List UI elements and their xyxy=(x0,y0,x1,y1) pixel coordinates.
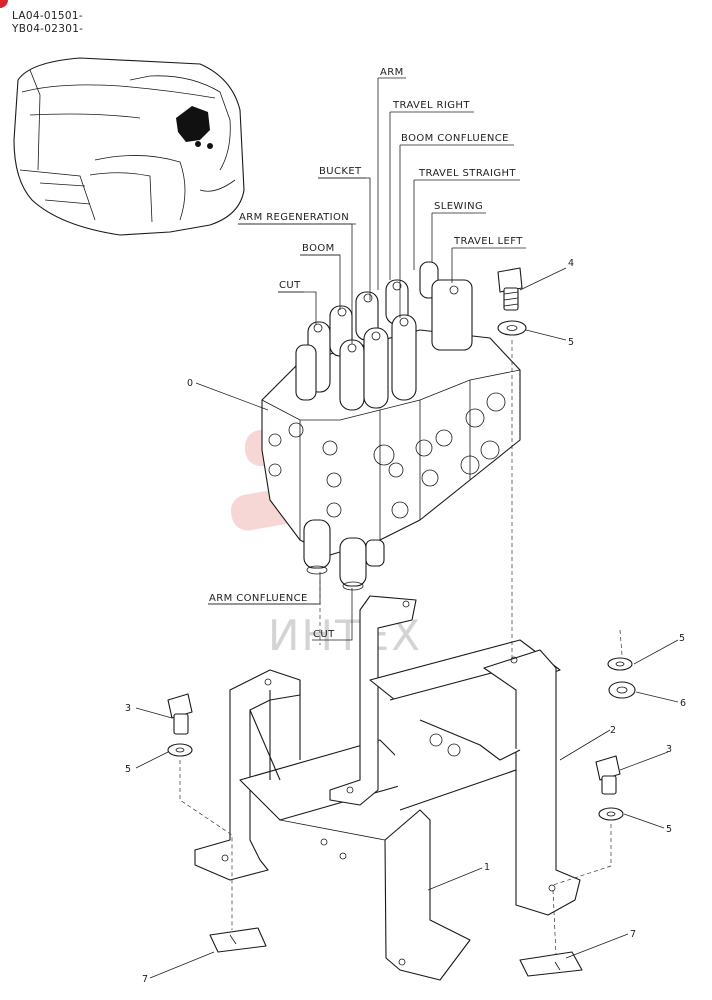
part-number-0: 0 xyxy=(187,378,193,389)
label-arm-confluence: ARM CONFLUENCE xyxy=(209,593,308,604)
label-arm-regeneration: ARM REGENERATION xyxy=(239,212,349,223)
part-numbers: 0 1 2 3 3 4 5 5 5 5 6 7 7 xyxy=(125,258,686,985)
part-number-4: 4 xyxy=(568,258,574,269)
label-travel-straight: TRAVEL STRAIGHT xyxy=(418,168,516,179)
label-bucket: BUCKET xyxy=(319,166,362,177)
nut-6 xyxy=(608,681,636,699)
label-boom: BOOM xyxy=(302,243,335,254)
part-number-3-right: 3 xyxy=(666,744,672,755)
part-number-6: 6 xyxy=(680,698,686,709)
part-number-5-top: 5 xyxy=(568,337,574,348)
label-slewing: SLEWING xyxy=(434,201,483,212)
serial-range-1: LA04-01501- xyxy=(12,10,83,22)
valve-labels: ARM TRAVEL RIGHT BOOM CONFLUENCE BUCKET … xyxy=(208,67,526,641)
part-number-5-right-a: 5 xyxy=(679,633,685,644)
label-travel-right: TRAVEL RIGHT xyxy=(392,100,470,111)
washer-5-right-b xyxy=(598,807,624,821)
part-number-leaders xyxy=(135,267,679,979)
washer-5-right-a xyxy=(607,657,633,671)
excavator-location-thumbnail xyxy=(13,57,245,236)
label-arm: ARM xyxy=(380,67,404,78)
part-number-5-right-b: 5 xyxy=(666,824,672,835)
bolt-3-left xyxy=(167,693,193,735)
label-cut: CUT xyxy=(279,280,301,291)
corner-badge xyxy=(0,0,8,8)
label-travel-left: TRAVEL LEFT xyxy=(453,236,523,247)
part-number-2: 2 xyxy=(610,725,616,736)
washer-5-left xyxy=(167,743,193,757)
bolt-4 xyxy=(497,267,523,311)
part-number-3-left: 3 xyxy=(125,703,131,714)
washer-5-top xyxy=(497,320,527,336)
control-valve-assembly xyxy=(261,261,521,591)
part-number-7-right: 7 xyxy=(630,929,636,940)
serial-range-2: YB04-02301- xyxy=(12,23,84,35)
label-cut-bottom: CUT xyxy=(313,629,335,640)
part-number-1: 1 xyxy=(484,862,490,873)
label-boom-confluence: BOOM CONFLUENCE xyxy=(401,133,509,144)
frame-2 xyxy=(329,595,581,916)
part-number-7-left: 7 xyxy=(142,974,148,985)
bolt-3-right xyxy=(595,755,621,795)
shim-7-left xyxy=(209,927,267,953)
part-number-5-left: 5 xyxy=(125,764,131,775)
